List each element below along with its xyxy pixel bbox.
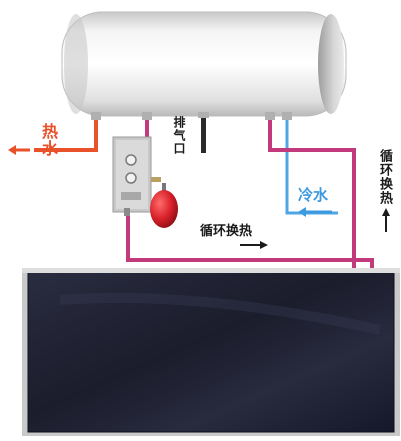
controller-box bbox=[112, 136, 161, 216]
hot-water-pipe bbox=[34, 113, 98, 152]
water-tank bbox=[61, 11, 347, 120]
exhaust-port-label: 排气口 bbox=[172, 116, 186, 155]
circulation-label-right: 循环换热 bbox=[377, 149, 392, 205]
circulation-pipe-bottom bbox=[126, 214, 374, 268]
solar-panel bbox=[22, 268, 400, 436]
arrow-up-icon bbox=[382, 208, 390, 232]
hot-water-label: 热水 bbox=[39, 123, 58, 157]
arrow-left-icon bbox=[298, 207, 332, 217]
arrow-left-icon bbox=[8, 145, 30, 155]
expansion-tank bbox=[150, 183, 178, 228]
exhaust-port-pipe bbox=[201, 115, 206, 153]
arrows bbox=[8, 145, 390, 249]
pipes bbox=[34, 113, 374, 268]
cold-water-label: 冷水 bbox=[298, 186, 329, 204]
arrow-right-icon bbox=[240, 241, 268, 249]
circulation-label-bottom: 循环换热 bbox=[200, 224, 253, 239]
circulation-pipe-right bbox=[268, 114, 356, 268]
